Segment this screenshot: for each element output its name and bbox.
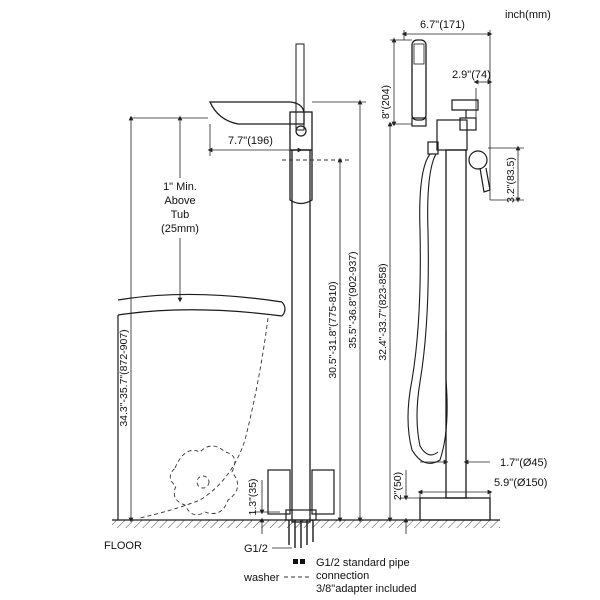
legend-adapter: 3/8"adapter included: [316, 583, 417, 595]
left-faucet-side-view: [208, 43, 335, 548]
overall-width-label: 6.7"(171): [420, 19, 465, 31]
min-above-tub-line-2: Above: [164, 195, 195, 207]
washer-label: washer: [243, 572, 280, 584]
pole-height-label: 35.5"-36.8"(902-937): [347, 251, 359, 348]
min-above-tub-line-1: 1" Min.: [163, 181, 197, 193]
floor-label: FLOOR: [104, 540, 142, 552]
dim-base-height-right: 2"(50): [392, 470, 420, 534]
dim-spout-reach: 7.7"(196): [207, 124, 303, 156]
legend-pipe-line-2: connection: [316, 570, 369, 582]
base-height-right-label: 2"(50): [392, 472, 404, 500]
dim-holder-height: 32.4"-33.7"(823-858): [377, 121, 393, 523]
spout-height-label: 30.5"-31.8"(775-810): [327, 281, 339, 378]
dim-lever: 3.2"(83.5): [488, 145, 524, 203]
handle-dim-label: 2.9"(74): [452, 69, 491, 81]
base-height-left-label: 1.3"(35): [247, 479, 259, 516]
base-diameter-label: 5.9"(Ø150): [494, 477, 547, 489]
holder-height-label: 32.4"-33.7"(823-858): [377, 263, 389, 360]
pole-diameter-label: 1.7"(Ø45): [500, 457, 547, 469]
dim-min-above-tub: 1" Min. Above Tub (25mm): [131, 115, 208, 303]
spout-reach-label: 7.7"(196): [228, 135, 273, 147]
min-above-tub-line-4: (25mm): [161, 223, 199, 235]
legend-pipe-line-1: G1/2 standard pipe: [316, 557, 410, 569]
dim-base-height-left: 1.3"(35): [247, 479, 280, 534]
dim-total-height: 34.3"-35.7"(872-907): [118, 115, 134, 523]
dim-spout-height: 30.5"-31.8"(775-810): [327, 157, 343, 523]
dim-overall-width: 6.7"(171): [401, 19, 493, 200]
floor: FLOOR: [104, 519, 500, 552]
right-faucet-front-view: [407, 39, 491, 521]
bathtub-outline: [117, 293, 286, 520]
handshower-height-label: 8"(204): [380, 85, 392, 119]
lever-dim-label: 3.2"(83.5): [505, 157, 517, 203]
units-label: inch(mm): [505, 9, 551, 21]
dim-handle: 2.9"(74): [452, 69, 493, 118]
total-height-label: 34.3"-35.7"(872-907): [118, 329, 130, 426]
dim-pole-diameter: 1.7"(Ø45): [420, 457, 547, 469]
dim-pole-height: 35.5"-36.8"(902-937): [312, 99, 366, 523]
dim-base-diameter: 5.9"(Ø150): [417, 477, 547, 498]
legend: G1/2 standard pipe connection washer 3/8…: [243, 557, 417, 595]
min-above-tub-line-3: Tub: [171, 209, 190, 221]
g12-label: G1/2: [244, 543, 268, 555]
dim-handshower-height: 8"(204): [380, 37, 412, 127]
